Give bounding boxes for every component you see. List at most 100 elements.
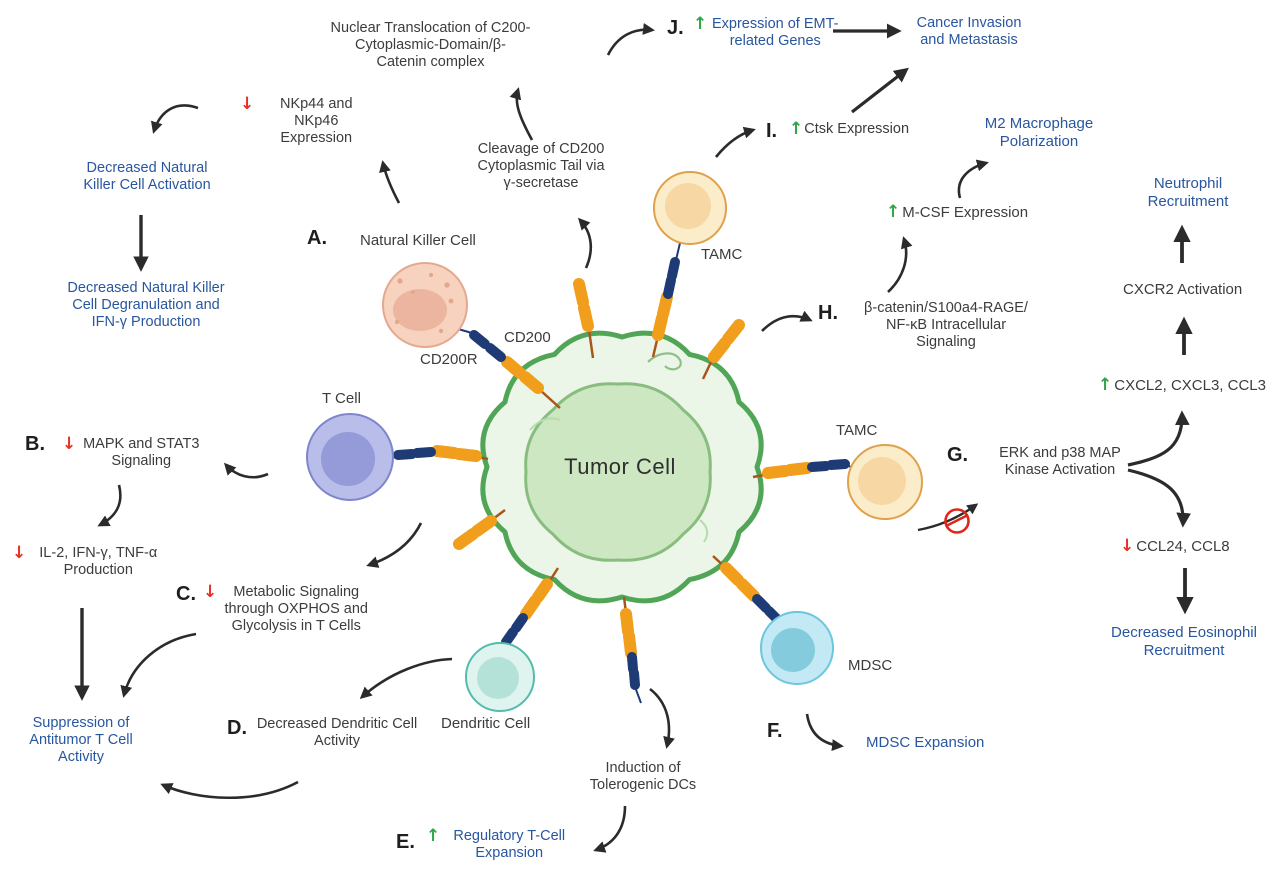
mdsc-cell [760, 611, 834, 685]
label-cd200r: CD200R [420, 351, 478, 368]
marker-e: E. [396, 831, 415, 853]
cd200-receptor-free-lowleft [453, 509, 506, 550]
arrow-spike-to-h [761, 310, 813, 332]
label-cleavage: Cleavage of CD200 Cytoplasmic Tail via γ… [477, 141, 605, 192]
label-treg: Regulatory T-Cell Expansion [453, 828, 566, 862]
arrow-nkp-to-nk-activation [151, 104, 199, 134]
label-metabolic: Metabolic Signaling through OXPHOS and G… [224, 584, 368, 635]
label-mdsc: MDSC [848, 657, 893, 674]
label-bcatenin-signaling: β-catenin/S100a4-RAGE/ NF-κB Intracellul… [864, 300, 1028, 351]
t-cell [306, 413, 394, 501]
label-mapk-row: ↓ MAPK and STAT3 Signaling [62, 434, 203, 470]
cd200-receptor-tolerogenic [620, 596, 642, 704]
label-dendritic-activity: Decreased Dendritic Cell Activity [256, 716, 418, 750]
pathway-arrows [74, 23, 1194, 853]
arrow-tumor-to-d [359, 657, 453, 699]
marker-g: G. [947, 444, 969, 466]
down-arrow-icon: ↓ [203, 582, 218, 602]
up-arrow-icon: ↑ [886, 202, 901, 222]
arrow-spike-to-cleavage [577, 217, 593, 269]
marker-h: H. [818, 302, 838, 324]
arrow-h-to-mcsf [887, 236, 913, 293]
arrow-tumor-to-c [366, 522, 423, 568]
label-decreased-nk-degranulation: Decreased Natural Killer Cell Degranulat… [67, 280, 225, 331]
cd200-receptor-free-upright [701, 319, 745, 380]
tamc-top-cell [653, 171, 727, 245]
nk-cell [382, 262, 468, 348]
dendritic-cell [465, 642, 535, 712]
up-arrow-icon: ↑ [426, 826, 441, 846]
label-tamc-right: TAMC [836, 422, 878, 439]
arrow-erk-fork-up [1127, 410, 1190, 467]
arrow-spike-to-induction [649, 687, 675, 749]
cd200-receptor-free-upleft [573, 278, 595, 359]
label-neutrophil: Neutrophil Recruitment [1147, 175, 1229, 210]
tamc-right-cell [847, 444, 923, 520]
label-mcsf-row: ↑ M-CSF Expression [886, 202, 1028, 222]
label-mapk: MAPK and STAT3 Signaling [83, 436, 200, 470]
marker-b: B. [25, 433, 45, 455]
label-erk: ERK and p38 MAP Kinase Activation [999, 445, 1121, 479]
label-il2-row: ↓ IL-2, IFN-γ, TNF-α Production [12, 543, 167, 579]
arrow-tamc-to-g [917, 503, 979, 532]
down-arrow-icon: ↓ [12, 543, 27, 563]
cd200-receptor-dendritic [501, 567, 560, 649]
label-t-cell: T Cell [322, 390, 361, 407]
marker-d: D. [227, 717, 247, 739]
up-arrow-icon: ↑ [1098, 375, 1113, 395]
marker-i: I. [766, 120, 778, 142]
label-suppression: Suppression of Antitumor T Cell Activity [29, 715, 133, 766]
up-arrow-icon: ↑ [789, 119, 804, 139]
label-emt-genes-row: ↑ Expression of EMT-related Genes [693, 14, 840, 50]
arrow-erk-fork-down [1127, 468, 1191, 528]
cd200-receptor-nk [457, 328, 561, 409]
label-decreased-nk-activation: Decreased Natural Killer Cell Activation [83, 160, 211, 194]
arrow-ctsk-to-invasion [851, 67, 909, 114]
label-metabolic-row: ↓ Metabolic Signaling through OXPHOS and… [203, 582, 372, 635]
arrow-tcell-to-b [223, 462, 269, 479]
label-treg-row: ↑ Regulatory T-Cell Expansion [426, 826, 575, 862]
cd200-receptor-mdsc [712, 555, 783, 625]
label-cancer-invasion: Cancer Invasion and Metastasis [916, 15, 1022, 49]
arrow-d-to-suppression [160, 780, 299, 800]
label-ctsk-row: ↑ Ctsk Expression [789, 119, 910, 139]
label-m2-polarization: M2 Macrophage Polarization [984, 115, 1094, 150]
arrow-mcsf-to-m2 [957, 159, 989, 199]
down-arrow-icon: ↓ [62, 434, 77, 454]
marker-f: F. [767, 720, 783, 742]
cd200-receptor-tcell [390, 445, 489, 462]
arrow-cleavage-to-nuclear [509, 87, 534, 141]
label-ccl-row: ↓ CCL24, CCL8 [1120, 537, 1230, 556]
marker-c: C. [176, 583, 196, 605]
down-arrow-icon: ↓ [240, 94, 255, 114]
arrow-tamc-to-i [714, 126, 756, 158]
arrow-mdsc-to-f [805, 713, 844, 752]
cd200-receptor-tamc-top [651, 242, 681, 358]
marker-a: A. [307, 227, 327, 249]
marker-j: J. [667, 17, 684, 39]
arrow-mapk-to-il2 [97, 484, 122, 527]
label-nuclear-translocation: Nuclear Translocation of C200- Cytoplasm… [330, 20, 531, 71]
arrow-tumor-to-nkp [379, 160, 401, 204]
label-emt-genes: Expression of EMT-related Genes [711, 16, 839, 50]
label-ctsk: Ctsk Expression [804, 121, 910, 137]
label-nkp: NKp44 and NKp46 Expression [279, 96, 353, 147]
label-il2: IL-2, IFN-γ, TNF-α Production [39, 545, 158, 579]
arrow-c-to-suppression [120, 632, 197, 698]
inhibition-icon [944, 508, 970, 534]
label-ccl: CCL24, CCL8 [1136, 538, 1230, 555]
cd200-receptor-tamc-right [752, 459, 854, 479]
label-tamc-top: TAMC [701, 246, 743, 263]
label-cxcl-row: ↑ CXCL2, CXCL3, CCL3 [1098, 375, 1266, 395]
up-arrow-icon: ↑ [693, 14, 708, 34]
label-nkp-row: ↓ NKp44 and NKp46 Expression [240, 94, 375, 147]
label-tumor-cell: Tumor Cell [564, 454, 676, 479]
label-induction: Induction of Tolerogenic DCs [589, 760, 697, 794]
arrow-nuclear-to-j [606, 23, 655, 56]
label-cxcr2: CXCR2 Activation [1123, 281, 1243, 298]
arrow-induction-to-e [593, 805, 627, 853]
label-cd200: CD200 [504, 329, 551, 346]
label-mdsc-expansion: MDSC Expansion [866, 734, 985, 751]
